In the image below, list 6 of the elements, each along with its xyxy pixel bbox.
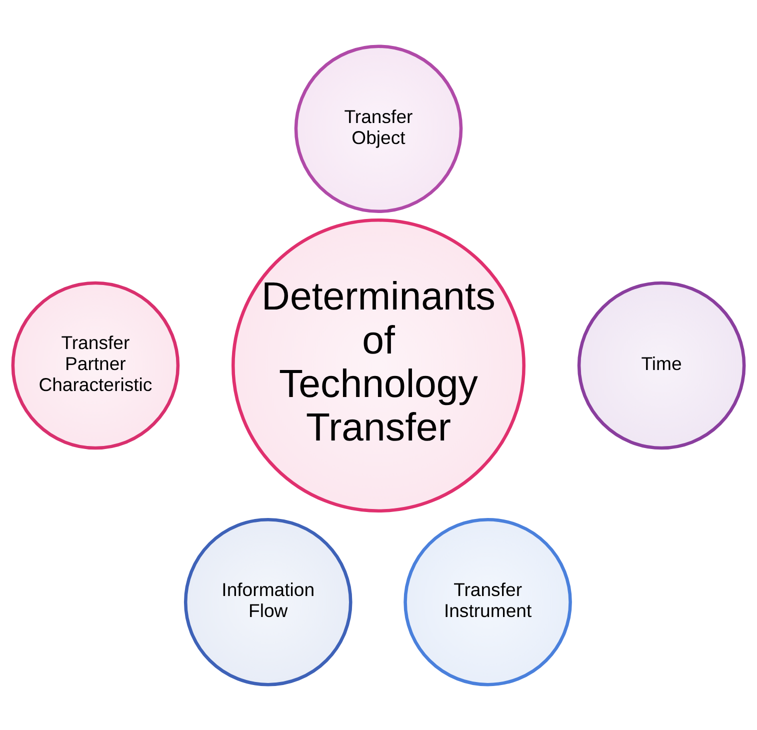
node-circle: Transfer Instrument	[404, 517, 572, 686]
node-circle: Determinants of Technology Transfer	[232, 218, 526, 512]
node-circle: Transfer Object	[294, 44, 463, 213]
node-circle: Time	[577, 280, 746, 450]
node-circle: Transfer Partner Characteristic	[11, 280, 180, 450]
node-circle: Information Flow	[184, 517, 352, 686]
